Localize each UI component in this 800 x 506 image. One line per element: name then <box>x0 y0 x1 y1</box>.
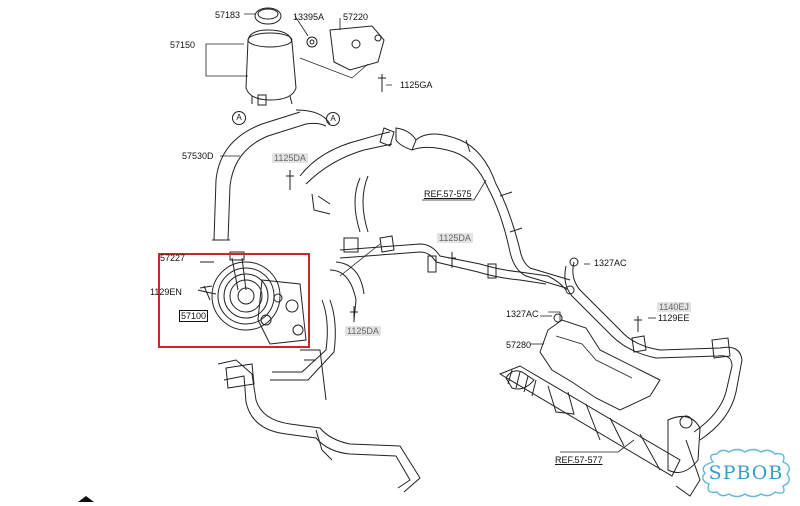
label-1140ej: 1140EJ <box>657 302 691 312</box>
logo-text: SPBOB <box>708 462 784 484</box>
pump-highlight-box <box>158 253 310 348</box>
label-57280: 57280 <box>506 340 532 350</box>
label-57100: 57100 <box>179 310 209 322</box>
spbob-logo: SPBOB <box>699 448 793 498</box>
label-57220: 57220 <box>343 12 369 22</box>
ref-57-575: REF.57-575 <box>424 189 472 199</box>
marker-a-right: A <box>326 112 340 126</box>
label-57227: 57227 <box>160 253 186 263</box>
label-13395a: 13395A <box>293 12 325 22</box>
suction-hose <box>213 109 331 241</box>
label-57183: 57183 <box>215 10 241 20</box>
steering-rack <box>498 365 681 477</box>
power-steering-pump <box>211 251 307 345</box>
label-1327ac-right: 1327AC <box>594 258 627 268</box>
reservoir-cap <box>254 7 282 25</box>
ref-57-577: REF.57-577 <box>555 455 603 465</box>
marker-a-left: A <box>232 111 246 125</box>
label-1129ee: 1129EE <box>658 313 690 323</box>
label-57150: 57150 <box>170 40 196 50</box>
label-1327ac-left: 1327AC <box>506 309 539 319</box>
label-1125da-top: 1125DA <box>272 153 308 163</box>
reservoir-body <box>245 29 297 101</box>
label-57530d: 57530D <box>182 151 214 161</box>
label-1125da-mid: 1125DA <box>437 233 473 243</box>
label-1129en: 1129EN <box>150 287 182 297</box>
label-1125da-low: 1125DA <box>345 326 381 336</box>
heat-shield-57280 <box>539 319 661 411</box>
label-1125ga: 1125GA <box>400 80 433 90</box>
bracket-57220 <box>329 25 385 71</box>
